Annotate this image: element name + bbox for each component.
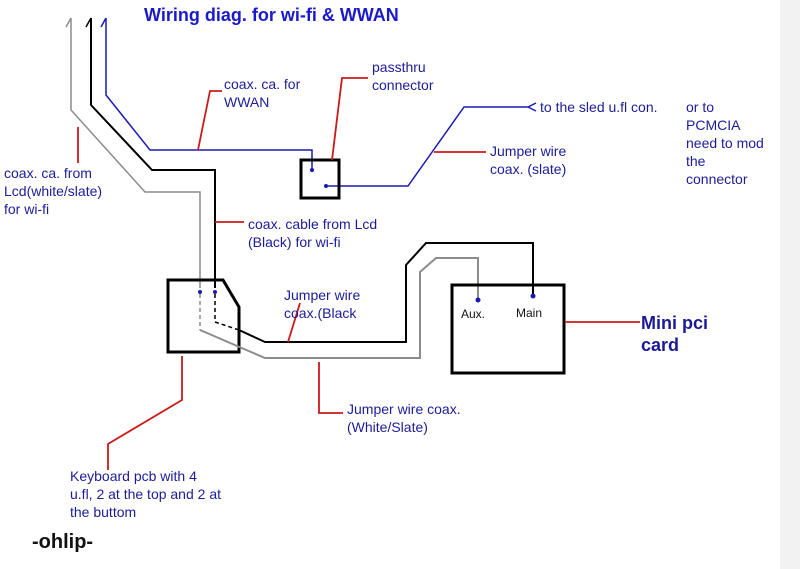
passthru-connector [299, 158, 341, 200]
label-jumper-black-line1: Jumper wire [284, 287, 361, 303]
label-jumper-white: Jumper wire coax. (White/Slate) [347, 400, 461, 436]
slate-jumper-wire [326, 102, 537, 187]
label-lcd-white: coax. ca. from Lcd(white/slate) for wi-f… [4, 164, 102, 218]
wwan-coax-wire [105, 18, 313, 170]
label-wwan-coax: coax. ca. for WWAN [224, 75, 300, 111]
label-lcd-white-line2: Lcd(white/slate) [4, 183, 103, 199]
label-passthru-line2: connector [372, 77, 434, 93]
sled-connector-tip [527, 106, 537, 112]
label-mini-pci-line2: card [641, 335, 680, 355]
label-wwan-coax-line2: WWAN [224, 94, 270, 110]
label-passthru: passthru connector [372, 58, 433, 94]
callout-passthru [331, 77, 368, 161]
label-lcd-white-line1: coax. ca. from [4, 165, 92, 181]
callout-keyboard [107, 356, 183, 470]
diagram-title: Wiring diag. for wi-fi & WWAN [144, 5, 399, 25]
pcb-connector-left [198, 290, 202, 294]
lcd-white-cable-tip [65, 17, 72, 28]
passthru-pin-top [310, 168, 314, 172]
label-pcmcia-line3: need to mod [686, 135, 764, 151]
callout-white-jumper [318, 362, 343, 414]
white-jumper-wire [199, 257, 479, 359]
label-jumper-slate-line2: coax. (slate) [490, 161, 567, 177]
label-jumper-white-line1: Jumper wire coax. [347, 401, 461, 417]
aux-connector [475, 297, 481, 303]
wwan-cable-tip [100, 17, 107, 28]
callout-wwan [197, 90, 222, 151]
label-pcmcia: or to PCMCIA need to mod the connector [686, 98, 764, 188]
label-keyboard-pcb: Keyboard pcb with 4 u.fl, 2 at the top a… [70, 467, 221, 521]
label-keyboard-pcb-line3: the buttom [70, 504, 137, 520]
callout-black-jumper [287, 302, 301, 343]
main-connector [530, 293, 536, 299]
label-pcmcia-line1: or to [686, 99, 715, 115]
edge-shade [780, 0, 800, 569]
pcb-trace-black [214, 294, 240, 331]
label-jumper-black-line2: coax.(Black [284, 305, 357, 321]
lcd-black-cable [90, 18, 216, 288]
pcb-connector-right [213, 290, 217, 294]
label-jumper-black: Jumper wire coax.(Black [284, 286, 360, 322]
label-jumper-white-line2: (White/Slate) [347, 419, 428, 435]
label-keyboard-pcb-line2: u.fl, 2 at the top and 2 at [70, 486, 221, 502]
label-passthru-line1: passthru [372, 59, 426, 75]
label-mini-pci: Mini pci card [641, 312, 708, 356]
passthru-pin-bottom [324, 184, 328, 188]
label-to-sled: to the sled u.fl con. [540, 99, 658, 115]
label-main: Main [516, 306, 543, 320]
label-wwan-coax-line1: coax. ca. for [224, 76, 301, 92]
black-jumper-wire [238, 242, 534, 343]
label-aux: Aux. [461, 307, 486, 321]
mini-pci-card [450, 283, 566, 375]
label-mini-pci-line1: Mini pci [641, 313, 708, 333]
label-lcd-black-line1: coax. cable from Lcd [248, 216, 378, 232]
lcd-white-cable [70, 18, 201, 288]
label-pcmcia-line4: the [686, 153, 706, 169]
label-lcd-black: coax. cable from Lcd (Black) for wi-fi [248, 215, 377, 251]
author-signature: -ohlip- [32, 531, 94, 553]
keyboard-pcb [166, 278, 241, 354]
label-lcd-white-line3: for wi-fi [4, 201, 50, 217]
label-pcmcia-line5: connector [686, 171, 748, 187]
label-jumper-slate: Jumper wire coax. (slate) [490, 142, 566, 178]
label-jumper-slate-line1: Jumper wire [490, 143, 567, 159]
label-lcd-black-line2: (Black) for wi-fi [248, 234, 341, 250]
lcd-black-cable-tip [85, 17, 92, 28]
label-pcmcia-line2: PCMCIA [686, 117, 741, 133]
label-keyboard-pcb-line1: Keyboard pcb with 4 [70, 468, 197, 484]
